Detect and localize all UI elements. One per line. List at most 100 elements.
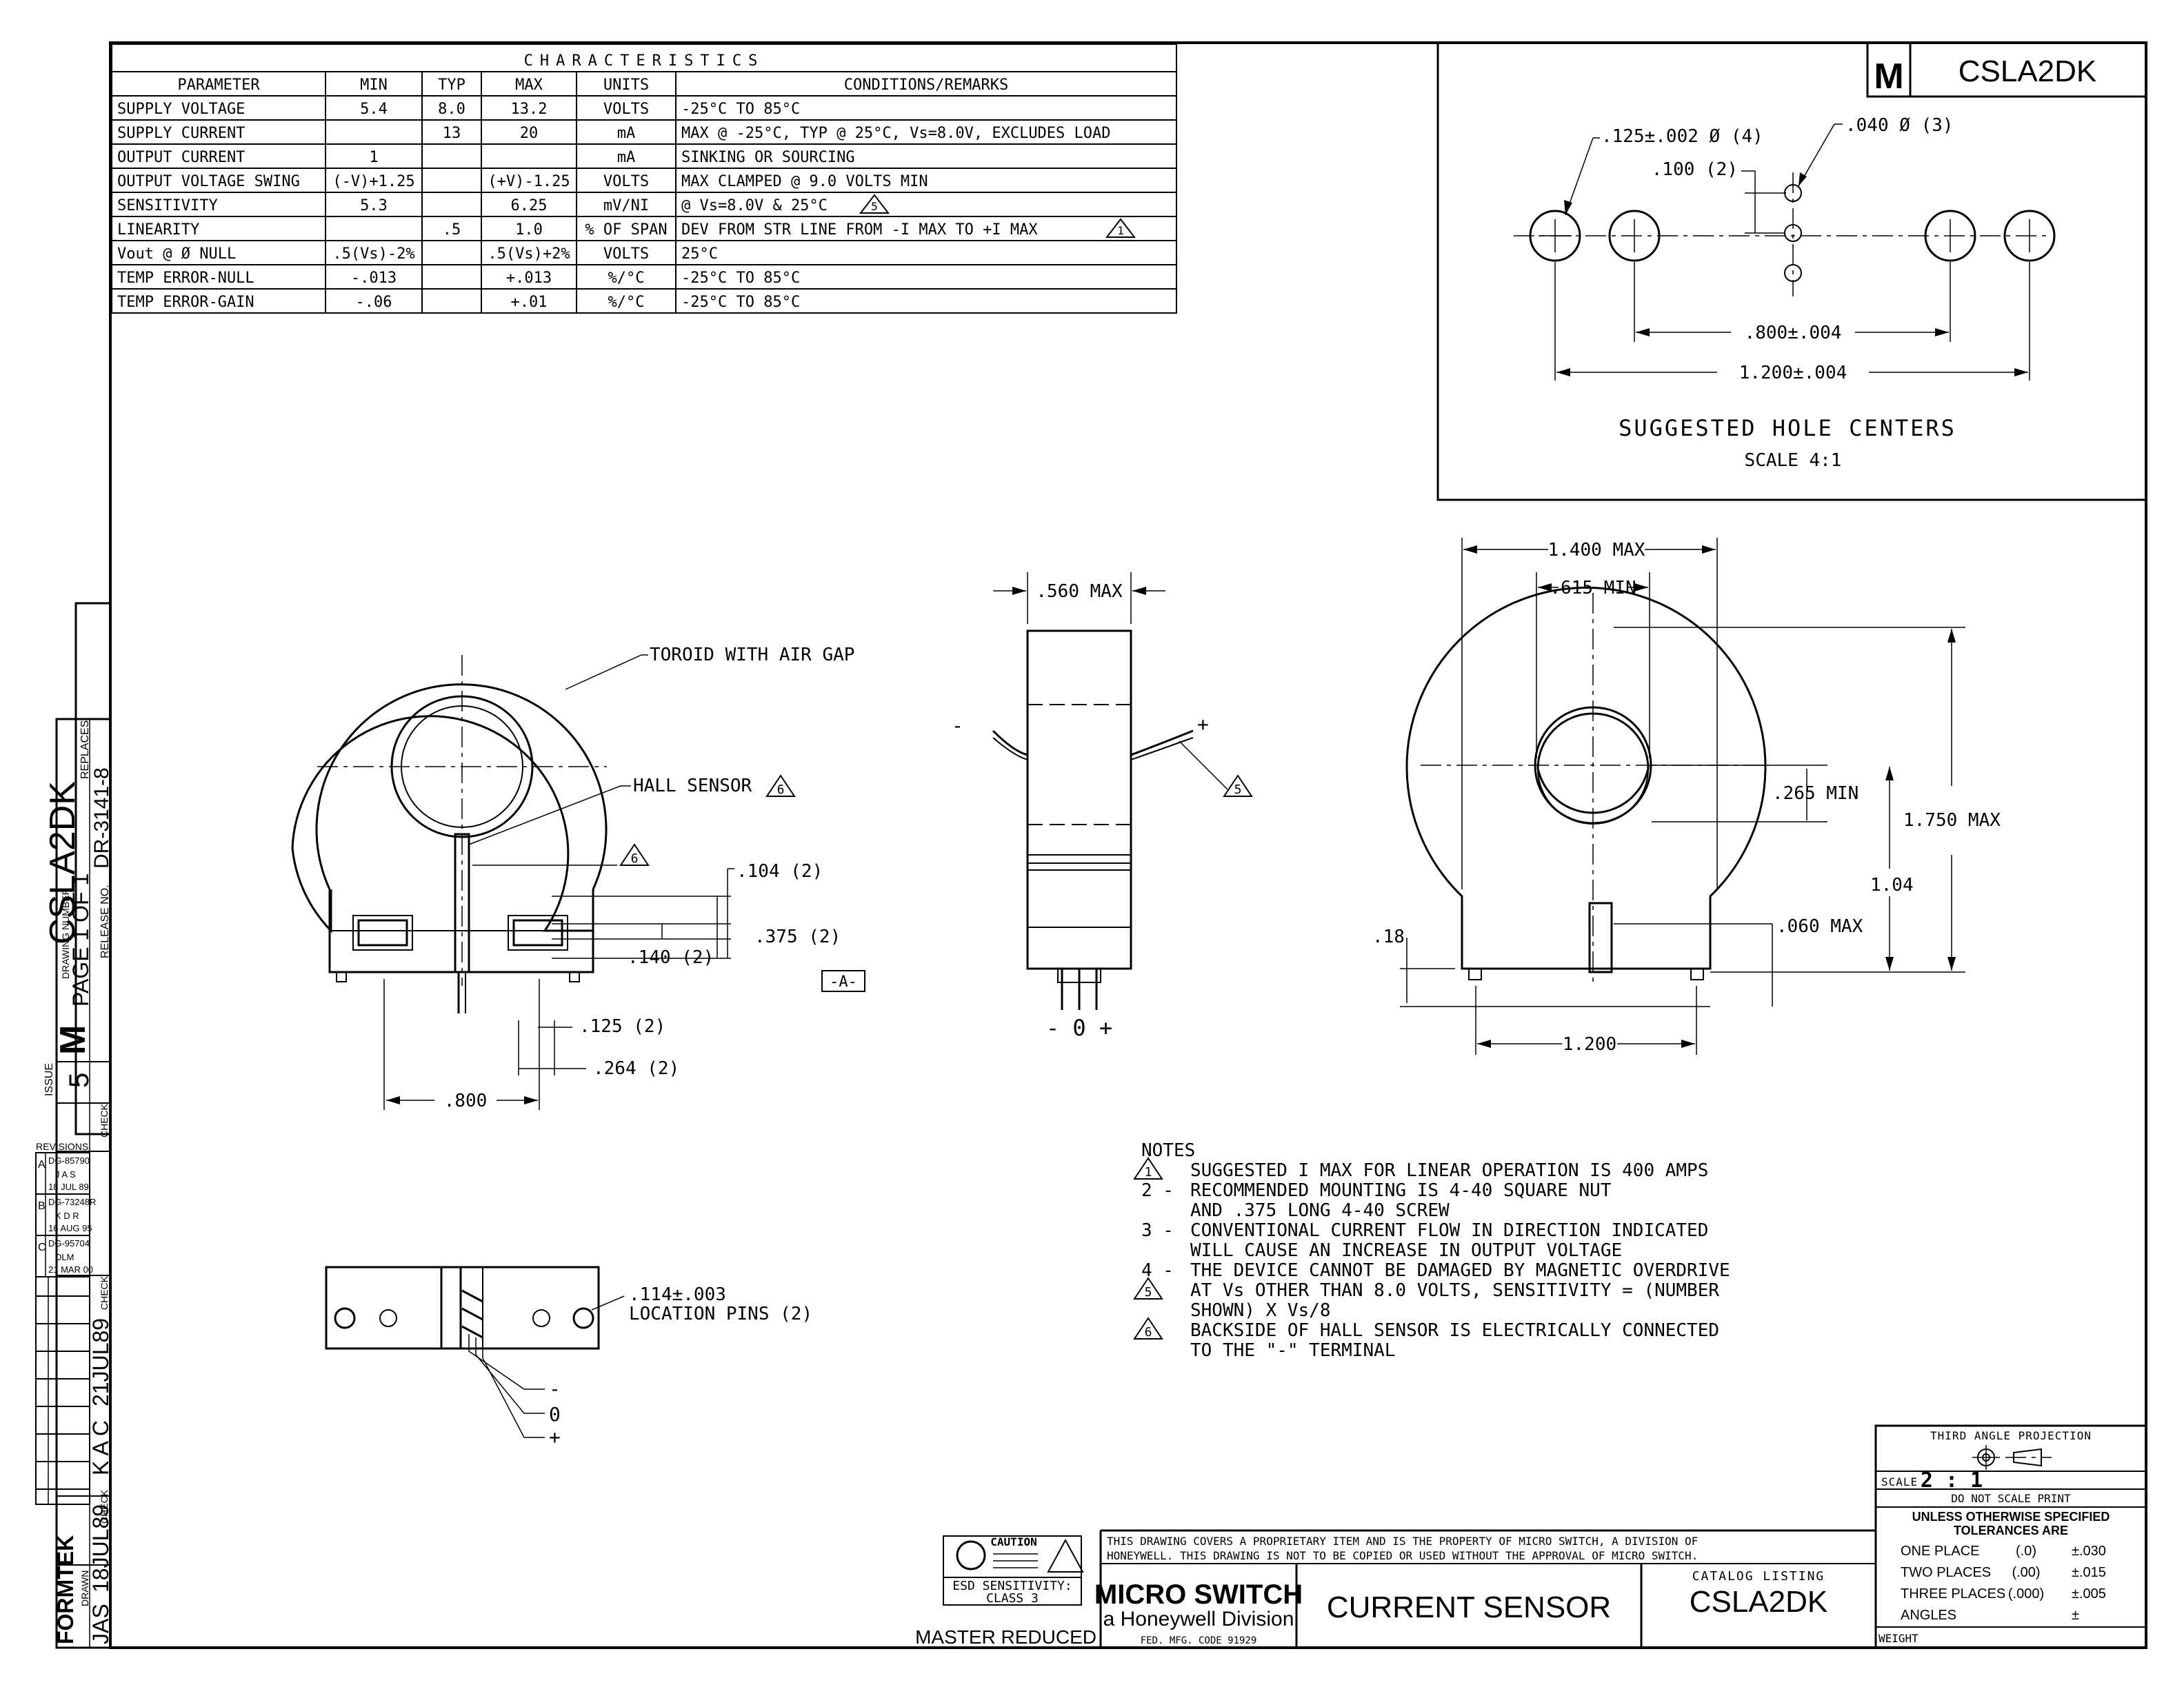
tolerance-value: ± [2072, 1608, 2079, 1623]
location-pin-2 [572, 1307, 594, 1329]
revision-letter: B [38, 1200, 46, 1212]
notes-title: NOTES [1141, 1140, 1195, 1161]
drawn-label: DRAWN [79, 1570, 90, 1606]
esd-sensitivity: ESD SENSITIVITY: [952, 1579, 1072, 1593]
table-cell: % OF SPAN [585, 221, 667, 239]
table-cell: DEV FROM STR LINE FROM -I MAX TO +I MAX [681, 221, 1038, 239]
logo-letter-strip: M [53, 1025, 93, 1055]
title-block: THIS DRAWING COVERS A PROPRIETARY ITEM A… [915, 1424, 2147, 1649]
company-division: a Honeywell Division [1103, 1608, 1294, 1630]
revision-letter: A [38, 1159, 46, 1171]
flag-hall-sensor: 6 [777, 782, 785, 797]
table-cell: OUTPUT VOLTAGE SWING [117, 173, 300, 190]
esd-warning-icon [1047, 1538, 1084, 1573]
catalog-listing-label: CATALOG LISTING [1692, 1569, 1825, 1584]
bottom-body [325, 1266, 600, 1350]
dim-140: .140 (2) [628, 947, 714, 968]
proprietary-line-2: HONEYWELL. THIS DRAWING IS NOT TO BE COP… [1107, 1549, 1698, 1562]
tolerance-value: ±.015 [2072, 1565, 2106, 1580]
drawing-number-label: DRAWING NUMBER [60, 888, 71, 979]
table-cell: @ Vs=8.0V & 25°C [681, 197, 828, 214]
table-cell: 25°C [681, 245, 718, 263]
revision-change: DG-95704 [48, 1238, 90, 1249]
location-pin-1 [334, 1307, 356, 1329]
dim-615: .615 MIN [1550, 578, 1636, 598]
front-view: TOROID WITH AIR GAP HALL SENSOR 6 6 .104… [291, 645, 865, 1111]
do-not-scale: DO NOT SCALE PRINT [1951, 1492, 2071, 1505]
checked-by: K A C [88, 1420, 113, 1475]
drawing-description: CURRENT SENSOR [1327, 1590, 1611, 1624]
lead-minus: - [549, 1377, 561, 1400]
master-reduced: MASTER REDUCED [915, 1626, 1096, 1648]
table-cell: VOLTS [603, 245, 649, 263]
tolerance-header-2: TOLERANCES ARE [1954, 1524, 2068, 1537]
note-line: WILL CAUSE AN INCREASE IN OUTPUT VOLTAGE [1190, 1240, 1622, 1261]
table-cell: +.013 [506, 270, 552, 287]
flag-backside: 6 [631, 851, 639, 866]
table-cell: SINKING OR SOURCING [681, 149, 855, 166]
side-view: - + 5 .560 MAX - 0 + [952, 572, 1253, 1041]
table-cell: 13.2 [511, 101, 548, 118]
hole-centers-scale: SCALE 4:1 [1745, 450, 1842, 471]
catalog-listing-value: CSLA2DK [1690, 1585, 1828, 1619]
dim-104: .104 (2) [737, 861, 823, 882]
note-line: AT Vs OTHER THAN 8.0 VOLTS, SENSITIVITY … [1190, 1280, 1719, 1301]
issue-label: ISSUE [43, 1063, 55, 1096]
table-cell: 13 [443, 125, 461, 142]
check-label-3: CHECK [99, 1489, 110, 1524]
dim-outer-spacing: 1.200±.004 [1739, 363, 1847, 383]
revisions-label: REVISIONS [36, 1141, 88, 1152]
table-cell: VOLTS [603, 101, 649, 118]
dim-1200-right: 1.200 [1563, 1034, 1616, 1055]
table-cell: 5.3 [360, 197, 388, 214]
side-pin-labels: - 0 + [1046, 1015, 1112, 1041]
esd-hand-icon [956, 1540, 986, 1570]
drawing-number: CSLA2DK [43, 781, 83, 944]
table-cell: mV/NI [603, 197, 649, 214]
revision-initials: J A S [55, 1169, 76, 1180]
table-cell: 5.4 [360, 101, 388, 118]
pin-label: LOCATION PINS (2) [629, 1304, 812, 1324]
side-minus: - [952, 714, 963, 737]
dim-small-hole: .040 Ø (3) [1845, 115, 1954, 136]
table-cell: +.01 [511, 294, 548, 311]
table-cell: 8.0 [438, 101, 465, 118]
table-cell: -25°C TO 85°C [681, 101, 800, 118]
note-line: SUGGESTED I MAX FOR LINEAR OPERATION IS … [1190, 1160, 1708, 1181]
note-line: BACKSIDE OF HALL SENSOR IS ELECTRICALLY … [1190, 1320, 1719, 1341]
table-cell: -25°C TO 85°C [681, 294, 800, 311]
table-header-cell: PARAMETER [177, 77, 260, 94]
side-body [1026, 629, 1132, 970]
logo-letter-box: M [1874, 57, 1903, 97]
right-view: 1.400 MAX .615 MIN .265 MIN 1.750 MAX 1.… [1372, 538, 2001, 1055]
table-header-cell: CONDITIONS/REMARKS [844, 77, 1008, 94]
table-cell: SUPPLY CURRENT [117, 125, 245, 142]
table-cell: (+V)-1.25 [488, 173, 570, 190]
dim-125: .125 (2) [579, 1016, 665, 1037]
table-cell: %/°C [608, 294, 645, 311]
proprietary-line-1: THIS DRAWING COVERS A PROPRIETARY ITEM A… [1107, 1535, 1698, 1548]
page-number: PAGE 1 OF 1 [68, 873, 93, 1007]
table-header-cell: TYP [438, 77, 465, 94]
revision-date: 18 JUL 89 [48, 1182, 89, 1192]
note-line: AND .375 LONG 4-40 SCREW [1190, 1200, 1450, 1221]
dim-264: .264 (2) [593, 1058, 679, 1079]
dim-pitch: .100 (2) [1652, 159, 1738, 180]
issue-number: 5 [64, 1073, 94, 1088]
table-cell: 20 [520, 125, 539, 142]
tolerance-format: (.000) [2008, 1586, 2044, 1602]
table-cell: 1 [369, 149, 378, 166]
tolerance-label: TWO PLACES [1901, 1565, 1991, 1580]
note-line: CONVENTIONAL CURRENT FLOW IN DIRECTION I… [1190, 1220, 1708, 1241]
part-number-box: CSLA2DK [1958, 54, 2097, 88]
esd-caution: CAUTION [990, 1535, 1036, 1548]
revision-change: DG-73248R [48, 1197, 96, 1207]
table-cell: MAX CLAMPED @ 9.0 VOLTS MIN [681, 173, 928, 190]
hole-centers-title: SUGGESTED HOLE CENTERS [1619, 415, 1956, 441]
check-label-2: CHECK [99, 1275, 110, 1310]
fed-code: FED. MFG. CODE 91929 [1141, 1635, 1257, 1646]
table-cell: -.06 [356, 294, 392, 311]
dim-265: .265 MIN [1772, 783, 1859, 804]
